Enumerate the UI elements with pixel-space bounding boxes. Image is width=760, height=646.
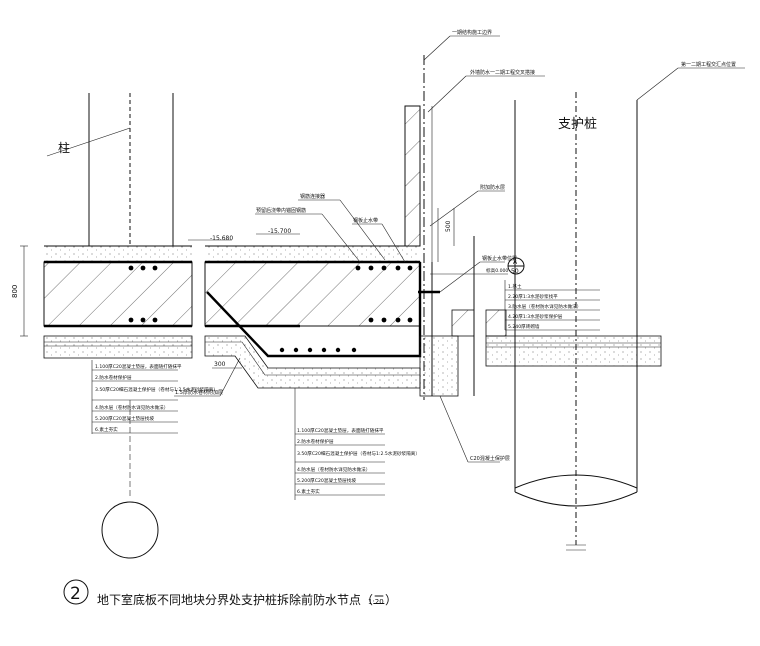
note-right-2: 2.20厚1:3水泥砂浆找平: [508, 293, 558, 300]
column-label: 柱: [58, 140, 70, 155]
note-right-3: 3.防水层（卷材防水详见防水做法）: [508, 303, 581, 310]
elevation-left: -15.680: [210, 235, 233, 242]
title-scale: 1:20: [368, 598, 384, 606]
leaders: 一期结构施工边界 外墙防水一二期工程交叉搭接 第一二期工程交汇点位置 附加防水层…: [174, 29, 745, 463]
pile-label: 支护桩: [558, 117, 597, 132]
leader-top-far-right: 第一二期工程交汇点位置: [681, 61, 736, 68]
dim-slab-label: 800: [11, 285, 19, 298]
section-top: A: [513, 259, 518, 266]
note-left-3: 3.50厚C20细石混凝土保护层（卷材与1:2.5水泥砂浆隔离）: [95, 386, 218, 393]
wall: [404, 55, 440, 400]
note-left-5: 5.200厚C20混凝土垫层找坡: [95, 415, 154, 422]
leader-waterstop: 钢板止水带: [353, 217, 378, 224]
note-mid-4: 4.防水层（卷材防水详见防水做法）: [297, 466, 370, 473]
title-block: 2 地下室底板不同地块分界处支护桩拆除前防水节点（二） 1:20: [63, 579, 397, 607]
layer-notes-mid: 1.100厚C20混凝土垫层，表面随打随抹平 2.防水卷材保护层 3.50厚C2…: [294, 388, 420, 500]
leader-bottom-angle: 1.5厚防水卷材附加层: [175, 389, 223, 396]
note-mid-5: 5.200厚C20混凝土垫层找坡: [297, 477, 356, 484]
layer-notes-right: 1.基土 2.20厚1:3水泥砂浆找平 3.防水层（卷材防水详见防水做法） 4.…: [504, 280, 600, 331]
title-text: 地下室底板不同地块分界处支护桩拆除前防水节点（二）: [97, 592, 397, 607]
elevation-mid: -15.700: [268, 228, 291, 235]
note-left-1: 1.100厚C20混凝土垫层，表面随打随抹平: [95, 363, 182, 370]
base-slab: [43, 236, 662, 397]
elev-note: 标高0.000: [486, 267, 508, 274]
dimensions: 800 -15.680 -15.700 500 300: [11, 208, 455, 369]
leader-bottom-c20: C20混凝土保护层: [470, 455, 510, 462]
note-mid-3: 3.50厚C20细石混凝土保护层（卷材与1:2.5水泥砂浆隔离）: [297, 450, 420, 457]
leader-top-right-1: 一期结构施工边界: [452, 29, 492, 36]
column: 柱: [46, 93, 174, 246]
note-right-5: 5.240厚砖砌墙: [508, 323, 540, 330]
round-pile: [101, 400, 159, 559]
leader-mid-left-1: 钢筋连接器: [300, 193, 325, 200]
leader-mid-left-2: 预留后浇带内锚固钢筋: [256, 207, 306, 214]
section-symbol: A 50 标高0.000: [430, 257, 525, 275]
note-right-4: 4.20厚1:3水泥砂浆保护层: [508, 313, 563, 320]
note-left-6: 6.素土夯实: [95, 426, 118, 433]
leader-mid-right-1: 附加防水层: [480, 184, 505, 191]
layer-notes-left: 1.100厚C20混凝土垫层，表面随打随抹平 2.防水卷材保护层 3.50厚C2…: [91, 360, 218, 434]
note-mid-1: 1.100厚C20混凝土垫层，表面随打随抹平: [297, 427, 384, 434]
note-mid-6: 6.素土夯实: [297, 488, 320, 495]
note-mid-2: 2.防水卷材保护层: [297, 438, 334, 445]
section-bottom: 50: [511, 268, 519, 275]
note-right-1: 1.基土: [508, 283, 522, 290]
title-number: 2: [70, 584, 81, 604]
dim-bottom-label: 300: [214, 361, 226, 368]
note-left-4: 4.防水层（卷材防水详见防水做法）: [95, 404, 168, 411]
note-left-2: 2.防水卷材保护层: [95, 374, 132, 381]
leader-top-right-2: 外墙防水一二期工程交叉搭接: [470, 69, 535, 76]
dim-500-label: 500: [445, 220, 452, 232]
retaining-pile: 支护桩: [514, 92, 638, 551]
leader-mid-right-2: 钢板止水带位置: [482, 255, 517, 262]
